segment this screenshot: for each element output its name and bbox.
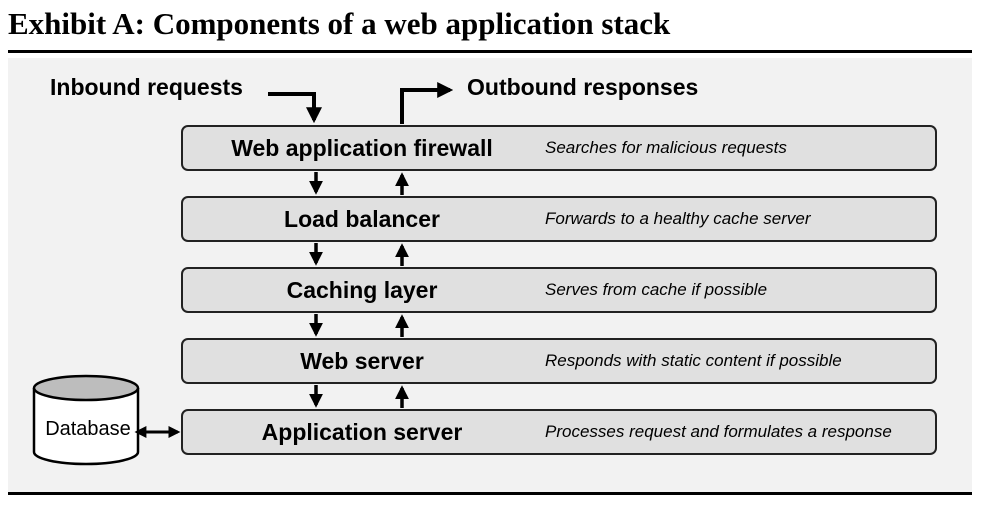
inbound-arrow (268, 92, 322, 124)
layer-caching: Caching layer Serves from cache if possi… (181, 267, 937, 313)
layer-description: Searches for malicious requests (545, 138, 787, 157)
database-icon (32, 374, 140, 466)
database-label: Database (45, 418, 131, 440)
layer-name: Caching layer (286, 277, 438, 303)
layer-description: Forwards to a healthy cache server (545, 209, 811, 228)
layer-application-server: Application server Processes request and… (181, 409, 937, 455)
layer-name: Application server (261, 419, 463, 445)
layer-name: Web application firewall (231, 135, 493, 161)
top-rule (8, 50, 972, 53)
layer-description: Responds with static content if possible (545, 351, 842, 370)
inbound-requests-label: Inbound requests (50, 74, 243, 100)
layer-load-balancer: Load balancer Forwards to a healthy cach… (181, 196, 937, 242)
layer-web-application-firewall: Web application firewall Searches for ma… (181, 125, 937, 171)
layer-web-server: Web server Responds with static content … (181, 338, 937, 384)
outbound-responses-label: Outbound responses (467, 74, 699, 100)
layer-name: Load balancer (284, 206, 440, 232)
bottom-rule (8, 492, 972, 495)
exhibit-title: Exhibit A: Components of a web applicati… (8, 6, 671, 41)
layer-description: Serves from cache if possible (545, 280, 768, 299)
outbound-arrow (400, 82, 454, 124)
layer-description: Processes request and formulates a respo… (545, 422, 892, 441)
layer-name: Web server (300, 348, 424, 374)
